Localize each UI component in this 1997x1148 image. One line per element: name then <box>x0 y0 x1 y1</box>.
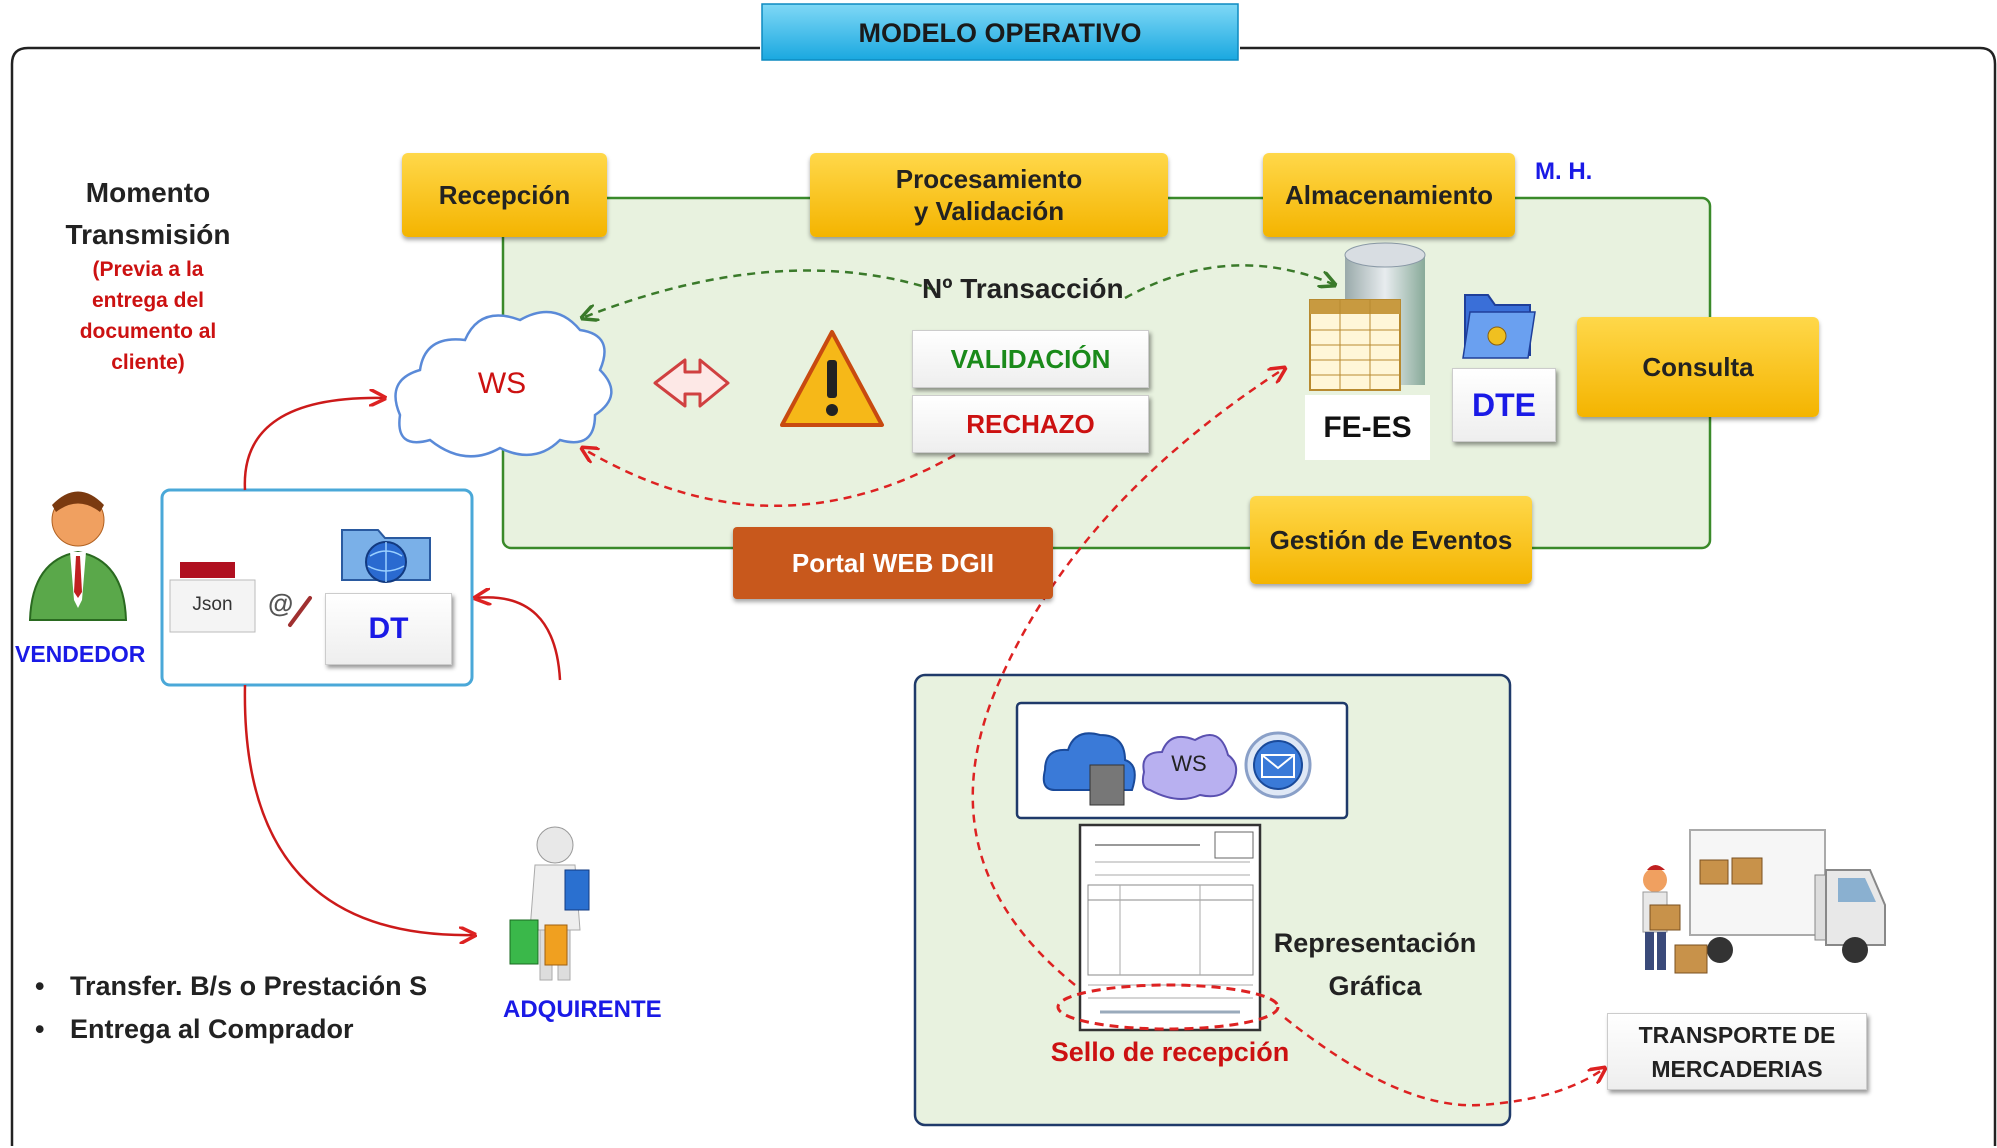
stage-procesamiento-line1: Procesamiento <box>895 164 1083 194</box>
sello-to-transport-arrow <box>1284 1017 1605 1107</box>
page-title: MODELO OPERATIVO <box>858 18 1142 48</box>
database-icon <box>1309 242 1426 391</box>
transaction-arrow-right <box>1124 264 1335 300</box>
return-to-dt-arrow <box>475 597 562 681</box>
email-pen-icon: @ <box>268 588 312 627</box>
dte-box: DTE <box>1452 368 1556 442</box>
vendedor-label: VENDEDOR <box>15 641 146 667</box>
ws-label: WS <box>477 367 527 400</box>
representacion-label: Representación Gráfica <box>1260 922 1490 1008</box>
json-label: Json <box>192 594 233 615</box>
rechazo-box: RECHAZO <box>912 395 1149 453</box>
dt-label: DT <box>368 612 409 645</box>
double-arrow-icon <box>653 358 730 408</box>
transporte-line1: TRANSPORTE DE <box>1638 1021 1836 1048</box>
validacion-box: VALIDACIÓN <box>912 330 1149 388</box>
svg-text:@: @ <box>268 588 293 618</box>
list-item: •Entrega al Comprador <box>35 1014 354 1044</box>
fe-es-label: FE-ES <box>1323 410 1412 444</box>
globe-folder-icon <box>341 529 431 583</box>
momento-note4: cliente) <box>111 351 185 374</box>
cloud-icon <box>394 310 613 458</box>
cloud-storage-icon <box>1042 732 1136 806</box>
representacion-line2: Gráfica <box>1328 971 1422 1001</box>
stage-procesamiento-line2: y Validación <box>913 196 1065 226</box>
envelope-icon <box>1244 731 1312 799</box>
momento-note2: entrega del <box>91 289 205 312</box>
services-ws-label: WS <box>1171 751 1207 776</box>
transporte-box: TRANSPORTE DE MERCADERIAS <box>1607 1013 1867 1090</box>
sello-label: Sello de recepción <box>1050 1037 1290 1067</box>
stage-almacenamiento: Almacenamiento <box>1263 153 1515 237</box>
list-item: •Transfer. B/s o Prestación S <box>35 971 428 1001</box>
momento-line1: Momento <box>85 177 211 208</box>
stage-consulta: Consulta <box>1577 317 1819 417</box>
stage-gestion-eventos: Gestión de Eventos <box>1250 496 1532 584</box>
truck-icon <box>1642 829 1886 974</box>
dt-to-ws-arrow <box>243 398 385 491</box>
momento-line2: Transmisión <box>65 219 231 250</box>
adquirente-label: ADQUIRENTE <box>503 996 662 1023</box>
sello-to-db-arrow <box>971 368 1285 986</box>
dt-box: DT <box>325 593 452 665</box>
person-icon <box>28 491 128 621</box>
representacion-line1: Representación <box>1273 928 1477 958</box>
bullet-list: •Transfer. B/s o Prestación S •Entrega a… <box>35 965 427 1051</box>
transaction-arrow-left <box>582 269 936 318</box>
momento-title: Momento Transmisión <box>48 172 248 256</box>
ws-cloud-icon <box>1141 734 1238 800</box>
folder-icon <box>1462 294 1536 359</box>
stage-recepcion: Recepción <box>402 153 607 237</box>
transporte-line2: MERCADERIAS <box>1651 1055 1823 1082</box>
rechazo-arrow <box>582 448 956 508</box>
momento-note3: documento al <box>79 320 217 343</box>
momento-note: (Previa a la entrega del documento al cl… <box>48 254 248 378</box>
validacion-label: VALIDACIÓN <box>950 343 1111 374</box>
transaccion-label: Nº Transacción <box>922 273 1124 304</box>
dt-to-adquirente-arrow <box>243 684 475 935</box>
title-banner <box>761 3 1239 61</box>
portal-web-dgii: Portal WEB DGII <box>733 527 1053 599</box>
momento-note1: (Previa a la <box>92 258 204 281</box>
fe-es-box: FE-ES <box>1305 395 1430 460</box>
outer-frame <box>10 46 1997 1146</box>
document-icon <box>169 562 256 633</box>
rechazo-label: RECHAZO <box>966 408 1095 439</box>
shopper-icon <box>509 826 590 981</box>
warning-icon <box>780 330 884 427</box>
dte-label: DTE <box>1472 386 1536 423</box>
mh-label: M. H. <box>1535 158 1593 185</box>
invoice-icon <box>1078 823 1262 1032</box>
sello-highlight <box>1056 983 1280 1031</box>
stage-procesamiento: Procesamiento y Validación <box>810 153 1168 237</box>
